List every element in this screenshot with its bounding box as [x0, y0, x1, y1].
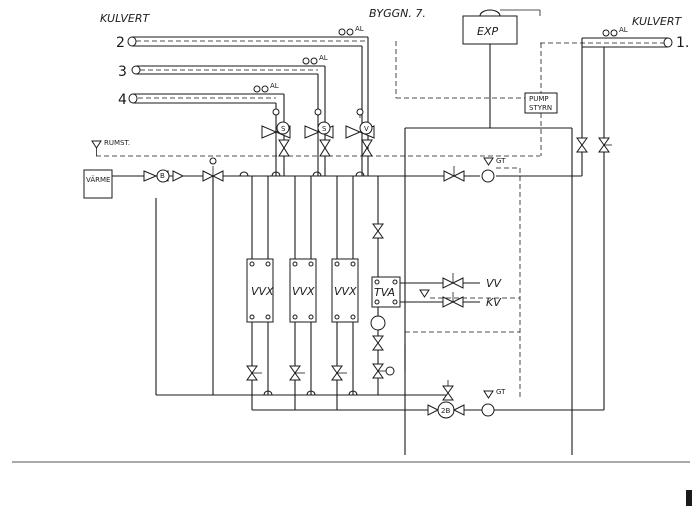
- pump-v1-label: V: [364, 125, 369, 133]
- vvx-1: VVX: [246, 258, 274, 323]
- valve-bottom-return: [442, 380, 454, 401]
- tva-pump: [370, 315, 386, 331]
- vvx-bottom-valves: [246, 365, 347, 381]
- vv-label: VV: [486, 277, 503, 290]
- pump-s1-label: S: [281, 125, 286, 133]
- gt-tva-sensor: [419, 289, 430, 298]
- varme-label: VÄRME: [86, 175, 110, 184]
- header-valve-right: [443, 166, 465, 182]
- kulvert-left-label: KULVERT: [100, 12, 151, 25]
- gt-pump-bottom: [481, 403, 495, 417]
- supply-pump-left: [156, 169, 170, 183]
- building-label: BYGGN. 7.: [369, 7, 426, 20]
- kulvert-right-label: KULVERT: [632, 15, 683, 28]
- kulvert-pipe-3: [131, 65, 325, 75]
- vv-valve: [442, 273, 464, 289]
- kulvert-number-3: 3: [118, 64, 127, 80]
- al-sensor-3: [253, 85, 269, 93]
- kulvert-pipe-4: [128, 93, 284, 104]
- motor-valve-1: [261, 121, 291, 157]
- rumst-label: RUMST.: [104, 139, 130, 147]
- vvx-1-label: VVX: [251, 285, 274, 298]
- gt-top-label: GT: [496, 157, 506, 165]
- al-sensor-2: [302, 57, 318, 65]
- exp-label: EXP: [477, 25, 498, 38]
- al-label-3: AL: [270, 82, 279, 90]
- al-label-2: AL: [319, 54, 328, 62]
- al-sensor-4: [602, 29, 618, 37]
- kulvert-number-2: 2: [116, 35, 125, 51]
- vvx-2: VVX: [289, 258, 317, 323]
- kulvert-pipe-1: [582, 37, 673, 48]
- motor-valve-2: [304, 121, 334, 157]
- exp-tank: [462, 15, 518, 45]
- gt-pump-top: [481, 169, 495, 183]
- tva-valve-bottom: [372, 363, 384, 379]
- tva-label: TVA: [374, 286, 395, 299]
- kulvert-number-1: 1.: [676, 35, 689, 51]
- motor-valve-3: [345, 121, 375, 157]
- kulvert-number-4: 4: [118, 92, 127, 108]
- kulvert-right-valves: [576, 137, 612, 153]
- pump-s2-label: S: [322, 125, 327, 133]
- al-label-1: AL: [355, 25, 364, 33]
- vvx-3: VVX: [331, 258, 359, 323]
- supply-valve-2: [202, 157, 224, 182]
- al-sensor-1: [338, 28, 354, 36]
- al-label-4: AL: [619, 26, 628, 34]
- kv-valve: [442, 292, 464, 308]
- tva-valve-top: [372, 223, 384, 239]
- pump-b-label: B: [160, 172, 165, 180]
- room-temp-sensor: [91, 140, 102, 156]
- pump-styrn-line2: STYRN: [529, 104, 552, 112]
- vvx-3-label: VVX: [334, 285, 357, 298]
- varme-box: [83, 169, 113, 199]
- pump-2b-label: 2B: [441, 407, 450, 415]
- kulvert-pipe-2: [127, 36, 368, 47]
- gt-bottom-label: GT: [496, 388, 506, 396]
- pump-styrn-line1: PUMP: [529, 95, 549, 103]
- kv-label: KV: [486, 296, 502, 309]
- pump-2b: [427, 401, 465, 419]
- vvx-2-label: VVX: [292, 285, 315, 298]
